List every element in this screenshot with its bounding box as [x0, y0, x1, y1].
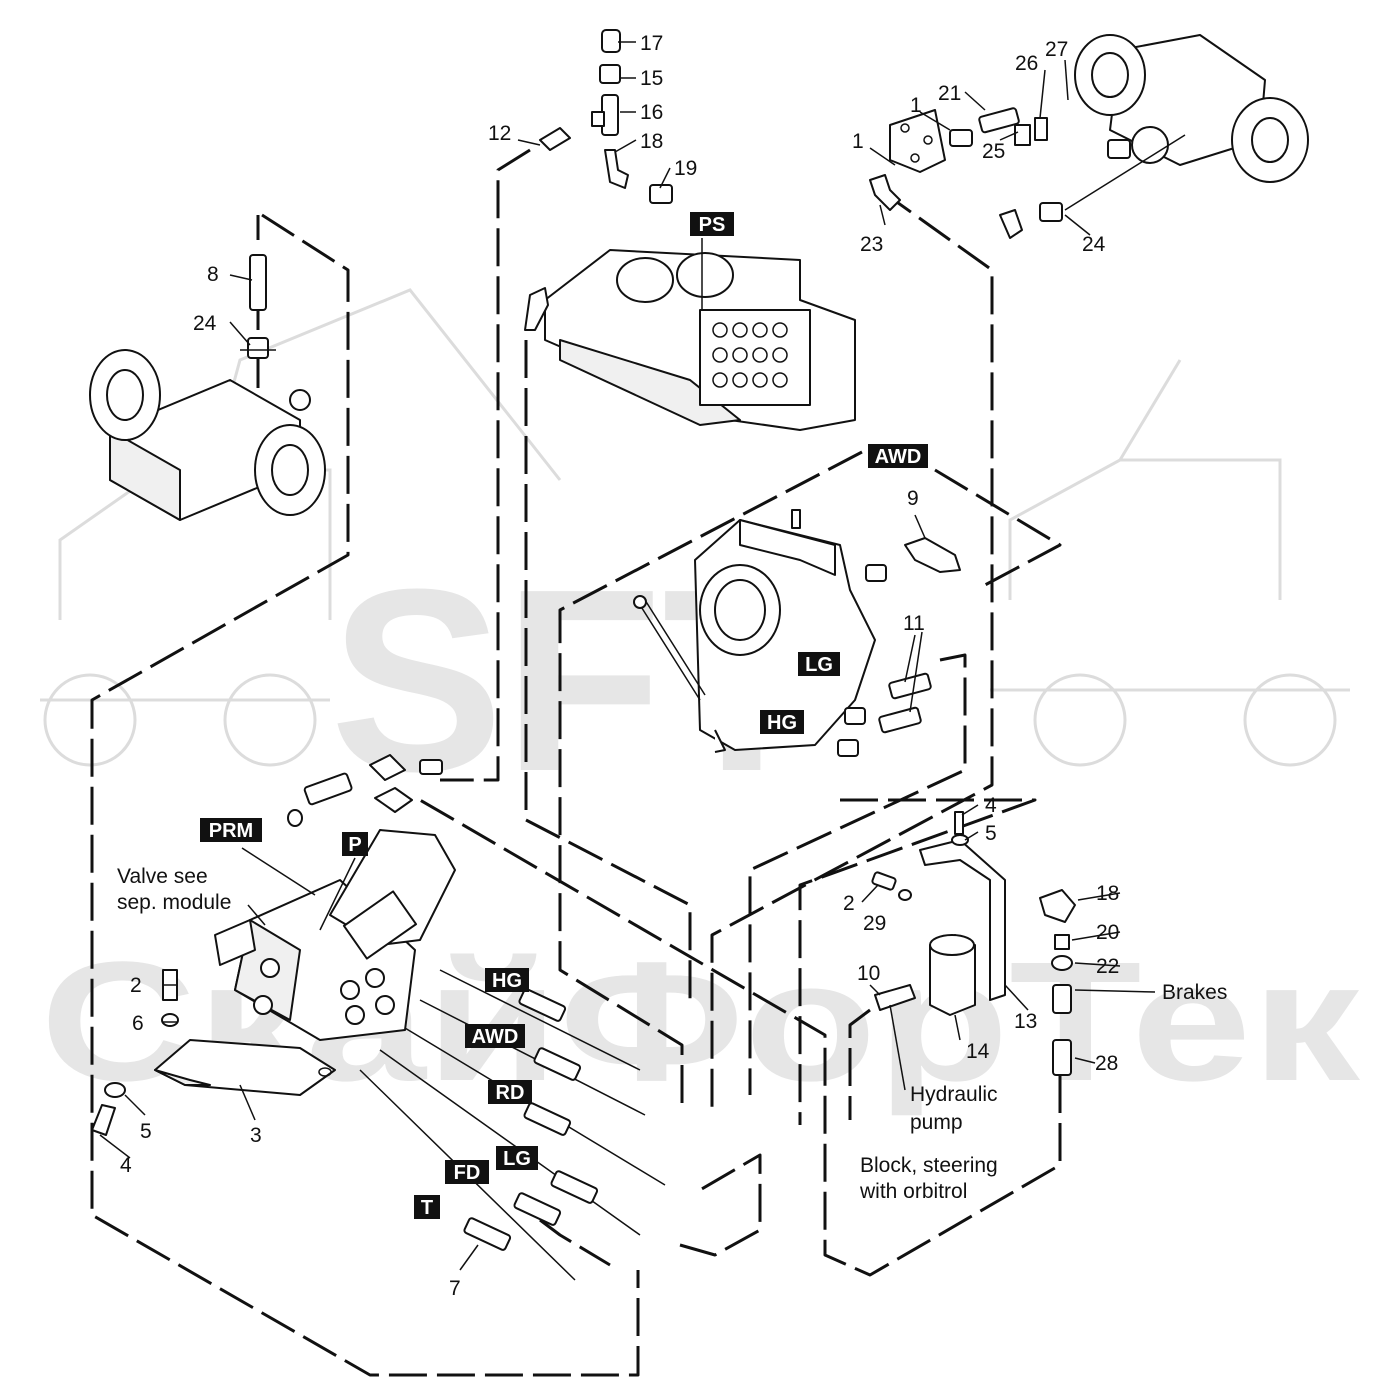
- front-axle-drawing: [1074, 34, 1309, 183]
- hose-end-12: [539, 127, 571, 151]
- tag-ps: PS: [690, 212, 734, 236]
- hose-route-return: [539, 1153, 762, 1267]
- tag-fd-label: FD: [454, 1162, 481, 1184]
- tag-rd-label: RD: [496, 1082, 525, 1104]
- part-25: 25: [982, 140, 1005, 163]
- tag-hg-top-label: HG: [767, 712, 797, 734]
- part-19: 19: [674, 157, 697, 180]
- hose-route-ps: [524, 340, 692, 1000]
- part-9: 9: [907, 487, 919, 510]
- hose-route-awd: [558, 450, 863, 1110]
- pump-note-line1: Hydraulic: [910, 1083, 998, 1106]
- part-4-left: 4: [120, 1154, 132, 1177]
- hose-route-tank: [798, 798, 1037, 1125]
- part-23: 23: [860, 233, 883, 256]
- part-24-left: 24: [193, 312, 217, 335]
- part-13: 13: [1014, 1010, 1037, 1033]
- fittings-brakes: [1039, 889, 1076, 1076]
- part-4-right: 4: [985, 794, 997, 817]
- tag-t: T: [414, 1195, 440, 1219]
- part-22: 22: [1096, 955, 1119, 978]
- part-18-top: 18: [640, 130, 663, 153]
- fitting-8: [249, 254, 267, 311]
- part-20: 20: [1096, 921, 1119, 944]
- filter-bracket-drawing: [871, 811, 1006, 1016]
- part-6: 6: [132, 1012, 144, 1035]
- part-8: 8: [207, 263, 219, 286]
- valve-note-line2: sep. module: [117, 891, 231, 914]
- tag-p: P: [342, 832, 368, 856]
- tag-hg-label: HG: [492, 970, 522, 992]
- annotations: Valve see sep. module Brakes Hydraulic p…: [117, 865, 1227, 1203]
- part-1-lower: 1: [852, 130, 864, 153]
- fitting-24-left: [240, 337, 276, 359]
- part-21: 21: [938, 82, 961, 105]
- brakes-note: Brakes: [1162, 981, 1227, 1004]
- hose-route-awd-right: [934, 468, 1062, 587]
- part-16: 16: [640, 101, 663, 124]
- tag-awd-top-label: AWD: [875, 446, 922, 468]
- orbitrol-note-line2: with orbitrol: [859, 1180, 967, 1203]
- tag-lg-top-label: LG: [805, 654, 833, 676]
- part-5-left: 5: [140, 1120, 152, 1143]
- tag-lg-label: LG: [503, 1148, 531, 1170]
- valve-note-line1: Valve see: [117, 865, 208, 888]
- bracket-3: [154, 1039, 336, 1096]
- rear-axle-drawing: [89, 349, 326, 521]
- bracket-plate-top: [889, 109, 946, 173]
- tag-awd-label: AWD: [472, 1026, 519, 1048]
- part-7: 7: [449, 1277, 461, 1300]
- part-15: 15: [640, 67, 663, 90]
- tag-hg-top: HG: [760, 710, 804, 734]
- part-27: 27: [1045, 38, 1068, 61]
- pump-note-line2: pump: [910, 1111, 963, 1134]
- part-26: 26: [1015, 52, 1038, 75]
- tag-prm: PRM: [200, 818, 262, 842]
- hose-ends-ports: [463, 988, 599, 1251]
- tag-prm-label: PRM: [209, 820, 253, 842]
- tag-awd-top: AWD: [868, 444, 928, 468]
- hose-route-pressure: [440, 148, 531, 782]
- part-2-right: 2: [843, 892, 855, 915]
- part-10: 10: [857, 962, 880, 985]
- part-28: 28: [1095, 1052, 1118, 1075]
- hose-route-left: [90, 213, 640, 1377]
- tag-lg-top: LG: [798, 652, 840, 676]
- fittings-prm-p: [287, 754, 443, 827]
- part-1-upper: 1: [910, 94, 922, 117]
- control-valve-drawing: [524, 249, 856, 431]
- part-2-left: 2: [130, 974, 142, 997]
- part-17: 17: [640, 32, 663, 55]
- hose-route-orbitrol: [848, 1008, 871, 1120]
- tag-t-label: T: [421, 1197, 433, 1219]
- pump-assembly-drawing: [633, 509, 876, 753]
- tag-ps-label: PS: [699, 214, 726, 236]
- part-5-right: 5: [985, 822, 997, 845]
- fittings-top-right: [869, 107, 1063, 239]
- tag-fd: FD: [445, 1160, 489, 1184]
- tag-rd: RD: [488, 1080, 532, 1104]
- tag-lg: LG: [496, 1146, 538, 1170]
- hose-route-steering: [710, 188, 994, 1115]
- leader-lines: [99, 41, 1186, 1271]
- fitting-stack-top: [591, 29, 673, 204]
- hose-route-brakes: [419, 798, 1062, 1277]
- part-12: 12: [488, 122, 511, 145]
- hose-route-lg-hg: [748, 653, 967, 1095]
- part-29: 29: [863, 912, 886, 935]
- hydraulic-lines: [90, 148, 1062, 1377]
- orbitrol-note-line1: Block, steering: [860, 1154, 998, 1177]
- part-3: 3: [250, 1124, 262, 1147]
- part-numbers: 17 15 16 12 18 19 21 26 27 1 1 25 23 24 …: [120, 32, 1119, 1300]
- bolts-left: [91, 969, 179, 1136]
- tag-p-label: P: [348, 834, 361, 856]
- tag-awd: AWD: [465, 1024, 525, 1048]
- part-18-right: 18: [1096, 882, 1119, 905]
- part-24-right: 24: [1082, 233, 1106, 256]
- valve-module-drawing: [214, 829, 456, 1041]
- part-14: 14: [966, 1040, 990, 1063]
- tag-hg: HG: [485, 968, 529, 992]
- part-11: 11: [903, 612, 925, 635]
